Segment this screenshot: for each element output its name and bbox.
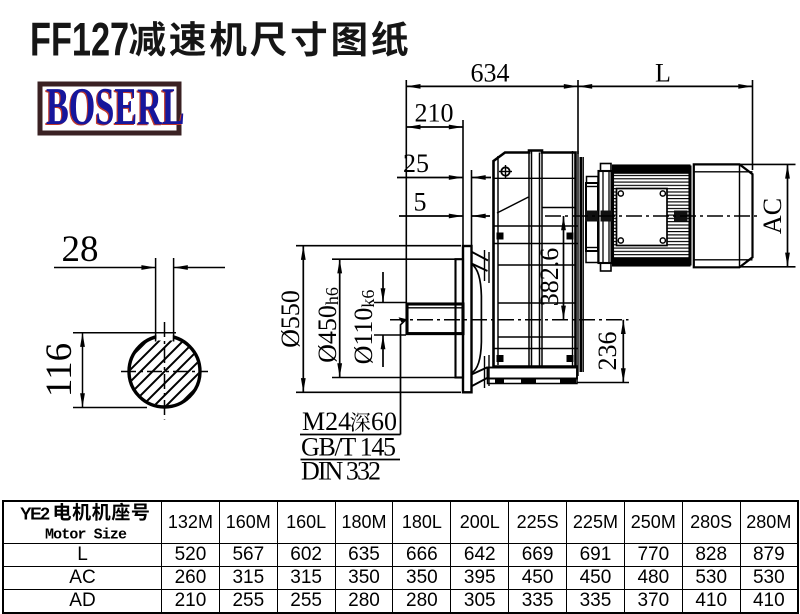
svg-text:YE2: YE2 bbox=[20, 504, 50, 524]
svg-text:Ø550: Ø550 bbox=[276, 290, 305, 348]
svg-text:Ø110k6: Ø110k6 bbox=[349, 290, 378, 365]
svg-text:210: 210 bbox=[415, 99, 454, 128]
svg-text:28: 28 bbox=[62, 229, 99, 270]
svg-text:5: 5 bbox=[414, 188, 427, 217]
svg-text:DIN 332: DIN 332 bbox=[301, 457, 381, 486]
svg-text:AC: AC bbox=[758, 198, 787, 234]
svg-text:BOSERL: BOSERL bbox=[45, 77, 184, 136]
svg-text:L: L bbox=[655, 59, 671, 88]
svg-text:GB/T 145: GB/T 145 bbox=[301, 433, 396, 462]
svg-text:Ø450h6: Ø450h6 bbox=[313, 287, 342, 363]
svg-text:25: 25 bbox=[403, 149, 429, 178]
svg-text:634: 634 bbox=[471, 59, 510, 88]
svg-text:BOSERL: BOSERL bbox=[46, 76, 185, 135]
svg-text:236: 236 bbox=[593, 332, 622, 371]
svg-text:60: 60 bbox=[371, 407, 397, 436]
svg-text:Motor Size: Motor Size bbox=[45, 527, 127, 543]
svg-text:M24: M24 bbox=[302, 407, 351, 436]
svg-text:FF127: FF127 bbox=[30, 13, 129, 66]
svg-text:116: 116 bbox=[39, 343, 80, 397]
svg-text:382.6: 382.6 bbox=[535, 248, 564, 307]
